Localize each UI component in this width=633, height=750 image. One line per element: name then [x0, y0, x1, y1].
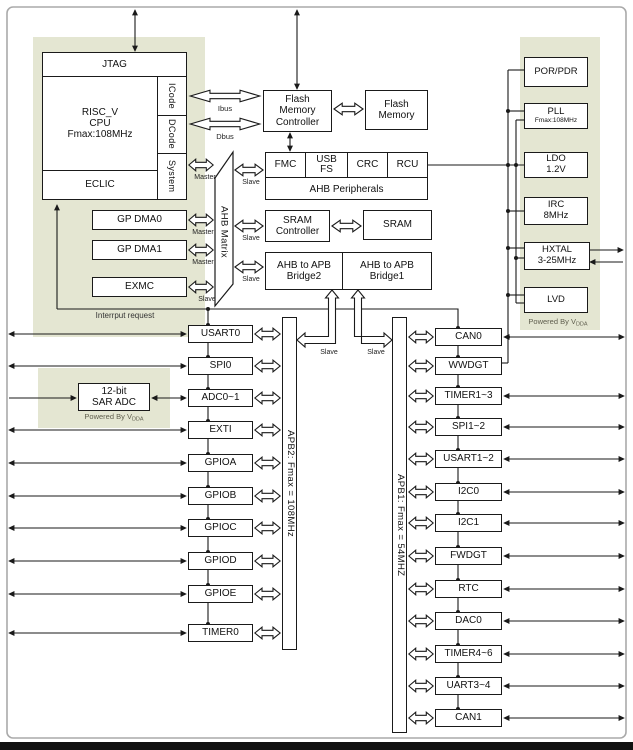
lvd-block: LVD: [524, 287, 588, 313]
slave-label: Slave: [242, 276, 260, 283]
sar-adc-block: 12-bit SAR ADC: [78, 383, 150, 411]
eclic-block: ECLIC: [42, 170, 158, 200]
cpu-block: RISC_V CPU Fmax:108MHz: [42, 76, 158, 171]
apb2-bus-bar: APB2: Fmax = 108MHz: [282, 317, 297, 650]
usbfs-cell: USB FS: [305, 152, 348, 178]
fmc-cell: FMC: [265, 152, 306, 178]
peripheral-box: CAN0: [435, 328, 502, 346]
irc-block: IRC 8MHz: [524, 197, 588, 225]
system-cell: System: [157, 153, 187, 200]
slave-label: Slave: [320, 349, 338, 356]
ahb-matrix-label: AHB Matrix: [218, 205, 230, 259]
peripheral-box: GPIOE: [188, 585, 253, 603]
frame-bottom-bar: [0, 742, 633, 750]
slave-label: Slave: [242, 235, 260, 242]
sram-controller-block: SRAM Controller: [265, 210, 330, 242]
peripheral-box: TIMER4~6: [435, 645, 502, 663]
pll-block: PLL Fmax:108MHz: [524, 103, 588, 129]
peripheral-box: I2C0: [435, 483, 502, 501]
ahb-apb-bridge1-block: AHB to APB Bridge1: [342, 252, 432, 290]
ibus-label: Ibus: [217, 104, 233, 113]
master-label: Master: [192, 229, 214, 236]
master-label: Master: [192, 259, 214, 266]
peripheral-box: EXTI: [188, 421, 253, 439]
sram-block: SRAM: [363, 210, 432, 240]
hxtal-block: HXTAL 3-25MHz: [524, 242, 590, 270]
peripheral-box: GPIOC: [188, 519, 253, 537]
gpdma1-block: GP DMA1: [92, 240, 187, 260]
peripheral-box: DAC0: [435, 612, 502, 630]
peripheral-box: TIMER0: [188, 624, 253, 642]
rcu-cell: RCU: [387, 152, 428, 178]
slave-label: Slave: [198, 296, 216, 303]
apb1-bus-bar: APB1: Fmax = 54MHZ: [392, 317, 407, 733]
gpdma0-block: GP DMA0: [92, 210, 187, 230]
flash-memory-controller-block: Flash Memory Controller: [263, 90, 332, 132]
thin-wires: [8, 9, 625, 721]
peripheral-box: SPI1~2: [435, 418, 502, 436]
jtag-block: JTAG: [42, 52, 187, 77]
dbus-label: Dbus: [216, 132, 234, 141]
exmc-block: EXMC: [92, 277, 187, 297]
ahb-matrix-shape: [214, 150, 234, 308]
peripheral-box: GPIOA: [188, 454, 253, 472]
peripheral-box: I2C1: [435, 514, 502, 532]
interrupt-request-label: Interrput request: [95, 311, 155, 320]
master-label: Master: [194, 174, 216, 181]
peripheral-box: GPIOB: [188, 487, 253, 505]
peripheral-box: CAN1: [435, 709, 502, 727]
peripheral-box: USART0: [188, 325, 253, 343]
peripheral-box: GPIOD: [188, 552, 253, 570]
bridge1-to-apb1-arrow: [350, 289, 393, 349]
pll-label: PLL: [547, 105, 565, 117]
peripheral-box: USART1~2: [435, 450, 502, 468]
adc-power-domain-note: Powered By VDDA: [84, 412, 144, 423]
frame-border: [6, 6, 627, 739]
bridge2-to-apb2-arrow: [296, 289, 340, 349]
peripheral-box: ADC0~1: [188, 389, 253, 407]
ahb-peripherals-label: AHB Peripherals: [309, 183, 384, 195]
por-pdr-block: POR/PDR: [524, 57, 588, 87]
ahb-apb-bridge2-block: AHB to APB Bridge2: [265, 252, 343, 290]
ldo-block: LDO 1.2V: [524, 152, 588, 178]
peripheral-box: UART3~4: [435, 677, 502, 695]
slave-label: Slave: [242, 179, 260, 186]
flash-memory-block: Flash Memory: [365, 90, 428, 130]
peripheral-box: WWDGT: [435, 357, 502, 375]
icode-cell: ICode: [157, 76, 187, 116]
power-domain-note: Powered By VDDA: [528, 317, 588, 328]
peripheral-box: SPI0: [188, 357, 253, 375]
pll-fmax-label: Fmax:108MHz: [534, 117, 578, 125]
dcode-cell: DCode: [157, 115, 187, 154]
crc-cell: CRC: [347, 152, 388, 178]
peripheral-box: TIMER1~3: [435, 387, 502, 405]
peripheral-box: FWDGT: [435, 547, 502, 565]
peripheral-box: RTC: [435, 580, 502, 598]
slave-label: Slave: [367, 349, 385, 356]
